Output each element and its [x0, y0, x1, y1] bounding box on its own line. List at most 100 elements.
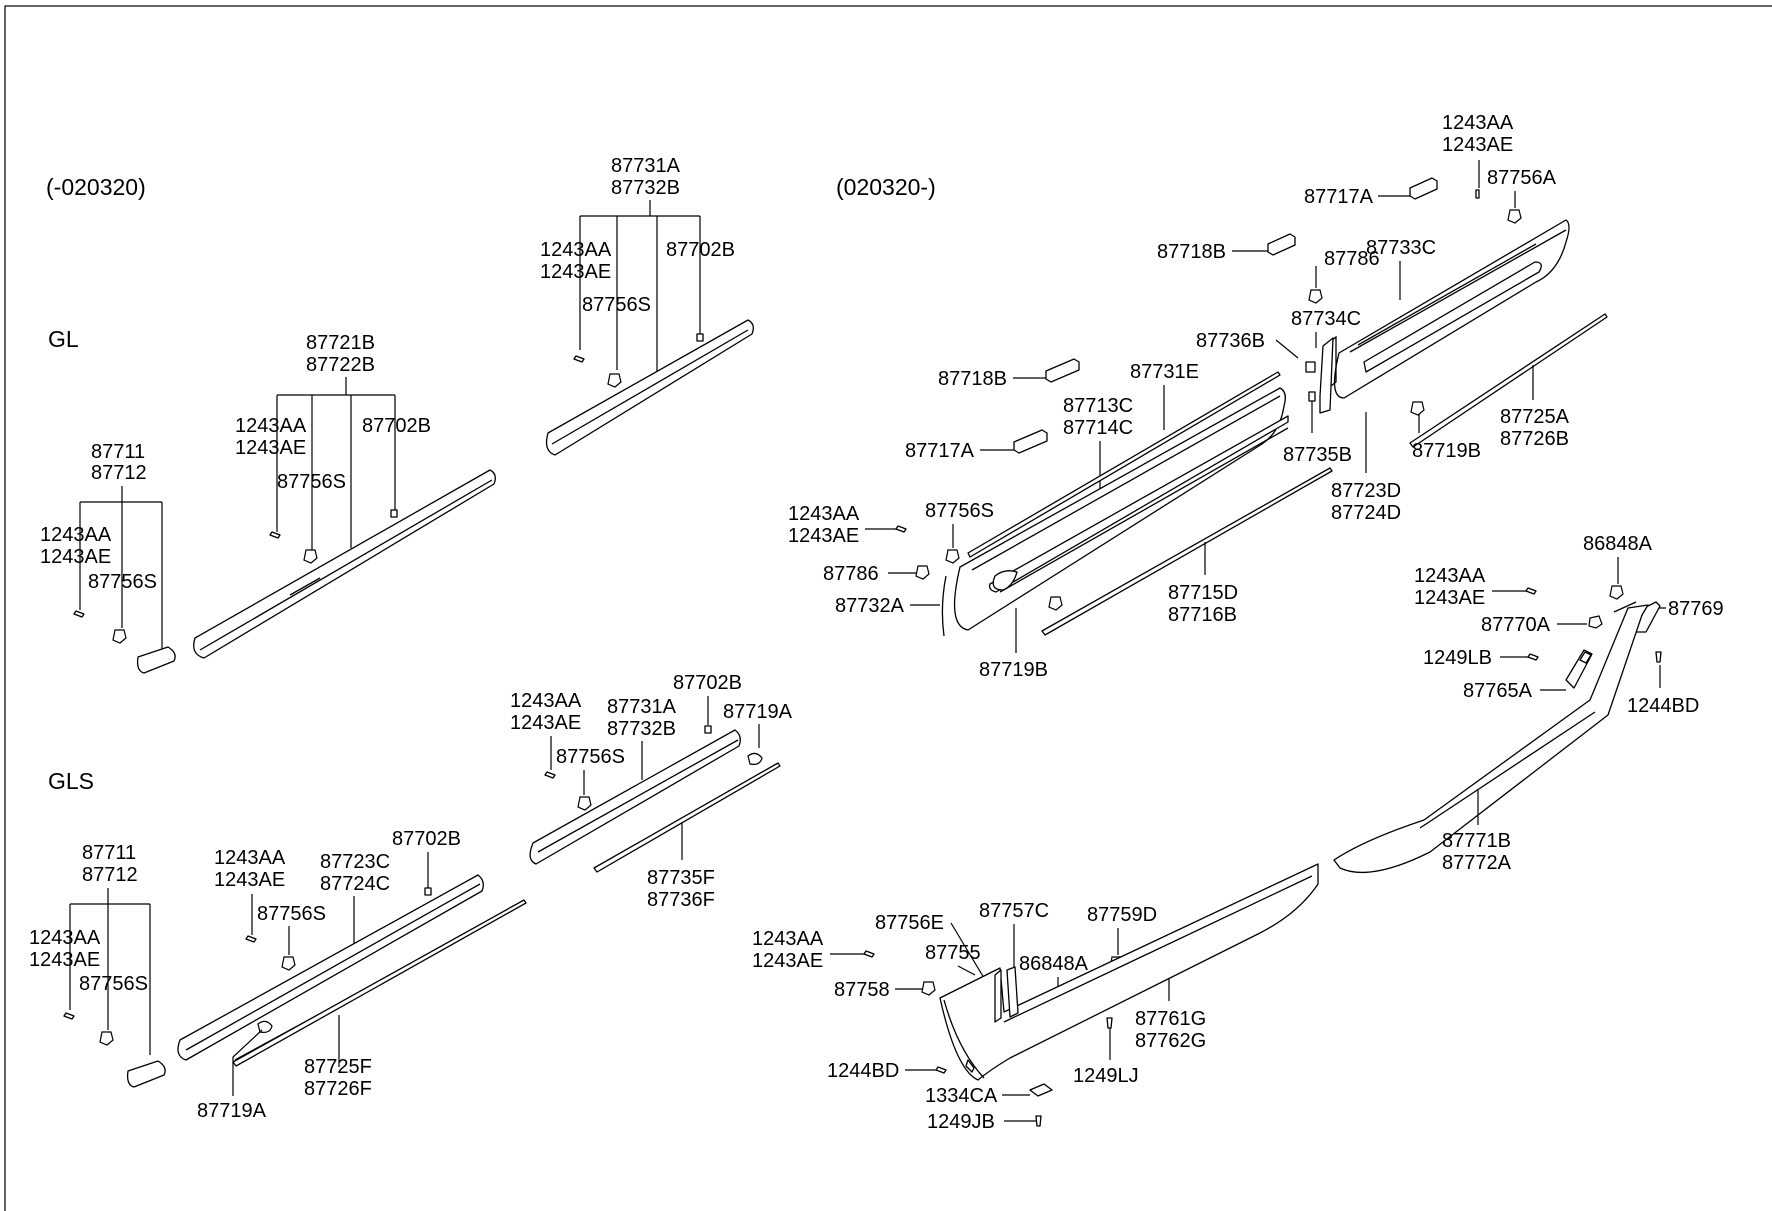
part-label: 87725F: [304, 1056, 372, 1078]
part-label: 87756S: [925, 500, 994, 522]
part-label: 87772A: [1442, 852, 1512, 874]
end-hole: [992, 570, 1018, 591]
screw-icon: [1106, 1017, 1113, 1029]
bracket-part: [1579, 651, 1592, 664]
part-label: 1243AE: [1442, 134, 1513, 156]
section-gls: GLS: [48, 768, 94, 794]
part-label: 87733C: [1366, 237, 1436, 259]
part-label: 87757C: [979, 900, 1049, 922]
cap-icon: [257, 1020, 273, 1033]
tape-icon: [424, 887, 432, 896]
part-label: 87723D: [1331, 480, 1401, 502]
part-label: 1243AA: [235, 415, 307, 437]
part-label: 87735B: [1283, 444, 1352, 466]
part-label: 1243AA: [752, 928, 824, 950]
part-label: 87717A: [1304, 186, 1374, 208]
part-label: 87711: [82, 842, 136, 864]
part-label: 86848A: [1583, 533, 1653, 555]
part-label: 87721B: [306, 332, 375, 354]
pad-icon: [1267, 233, 1296, 256]
trim-icon: [1308, 391, 1316, 402]
part-label: 87756S: [88, 571, 157, 593]
part-label: 87762G: [1135, 1030, 1206, 1052]
part-label: 87712: [91, 462, 147, 484]
part-label: 87714C: [1063, 417, 1133, 439]
part-label: 87724D: [1331, 502, 1401, 524]
part-label: 1249JB: [927, 1111, 995, 1133]
part-label: 1243AA: [214, 847, 286, 869]
part-label: 87786: [823, 563, 879, 585]
part-label: 87736B: [1196, 330, 1265, 352]
screw-icon: [1527, 653, 1539, 661]
tape-icon: [390, 509, 398, 518]
cap-icon: [747, 752, 763, 765]
front-sill-flap: [1006, 966, 1019, 1018]
part-label: 87719A: [723, 701, 793, 723]
clip-icon: [112, 629, 127, 644]
end-cap-part: [136, 646, 176, 674]
side-strip-part: [232, 899, 527, 1067]
part-label: 1243AA: [1414, 565, 1486, 587]
trim-icon: [1305, 361, 1316, 373]
screw-icon: [63, 1012, 75, 1020]
part-label: 87723C: [320, 851, 390, 873]
gls-rear-molding-group: 1243AA 1243AE 87731A 87732B 87702B 87719…: [510, 672, 793, 911]
part-label: 87731A: [611, 155, 681, 177]
part-label: 87717A: [905, 440, 975, 462]
part-label: 87711: [91, 441, 145, 463]
part-label: 1243AA: [788, 503, 860, 525]
part-label: 87712: [82, 864, 138, 886]
pad-icon: [1045, 358, 1080, 383]
part-label: 87756E: [875, 912, 944, 934]
screw-icon: [573, 355, 585, 363]
part-label: 87756S: [582, 294, 651, 316]
part-label: 1243AE: [1414, 587, 1485, 609]
part-label: 87722B: [306, 354, 375, 376]
front-sill-panel: [994, 969, 1002, 1023]
gl-end-cap-group: 87711 87712 1243AA 1243AE 87756S: [40, 441, 176, 674]
front-strip-part: [1041, 467, 1333, 636]
part-label: 87759D: [1087, 904, 1157, 926]
diagram-frame: [4, 5, 1772, 1211]
side-strip-part: [593, 762, 781, 873]
new-door-molding-group: 1243AA 1243AE 87756A 87717A 87718B 87786…: [788, 112, 1608, 681]
part-label: 87718B: [938, 368, 1007, 390]
part-label: 1243AE: [510, 712, 581, 734]
section-gl: GL: [48, 326, 79, 352]
clip-icon: [1609, 585, 1624, 600]
part-label: 1243AE: [788, 525, 859, 547]
part-label: 87731E: [1130, 361, 1199, 383]
clip-icon: [1410, 401, 1425, 416]
part-label: 1243AE: [235, 437, 306, 459]
screw-icon: [245, 935, 257, 943]
clip-icon: [281, 956, 296, 971]
part-label: 87715D: [1168, 582, 1238, 604]
screw-icon: [895, 525, 907, 533]
part-label: 87756A: [1487, 167, 1557, 189]
part-label: 87719B: [1412, 440, 1481, 462]
front-sill-part: [939, 863, 1319, 1081]
clip-icon: [577, 796, 592, 811]
clip-icon: [921, 981, 936, 996]
front-sill-foot: [965, 1059, 975, 1073]
end-cap-part: [126, 1060, 166, 1088]
side-sill-group: 86848A 1243AA 1243AE 87769 87770A 1249LB…: [752, 533, 1724, 1133]
part-label: 1243AA: [29, 927, 101, 949]
clip-icon: [99, 1031, 114, 1046]
part-label: 87761G: [1135, 1008, 1206, 1030]
pad-icon: [1409, 177, 1438, 200]
part-label: 87756S: [277, 471, 346, 493]
part-label: 1249LJ: [1073, 1065, 1139, 1087]
part-label: 87702B: [392, 828, 461, 850]
part-label: 1243AE: [40, 546, 111, 568]
part-label: 1244BD: [827, 1060, 899, 1082]
part-label: 1243AE: [214, 869, 285, 891]
screw-icon: [863, 950, 875, 958]
front-door-molding-part: [954, 387, 1286, 631]
part-label: 87732B: [611, 177, 680, 199]
rear-strip-part: [1409, 313, 1608, 448]
end-trim-part: [1319, 337, 1334, 414]
part-label: 87769: [1668, 598, 1724, 620]
part-label: 1243AA: [1442, 112, 1514, 134]
